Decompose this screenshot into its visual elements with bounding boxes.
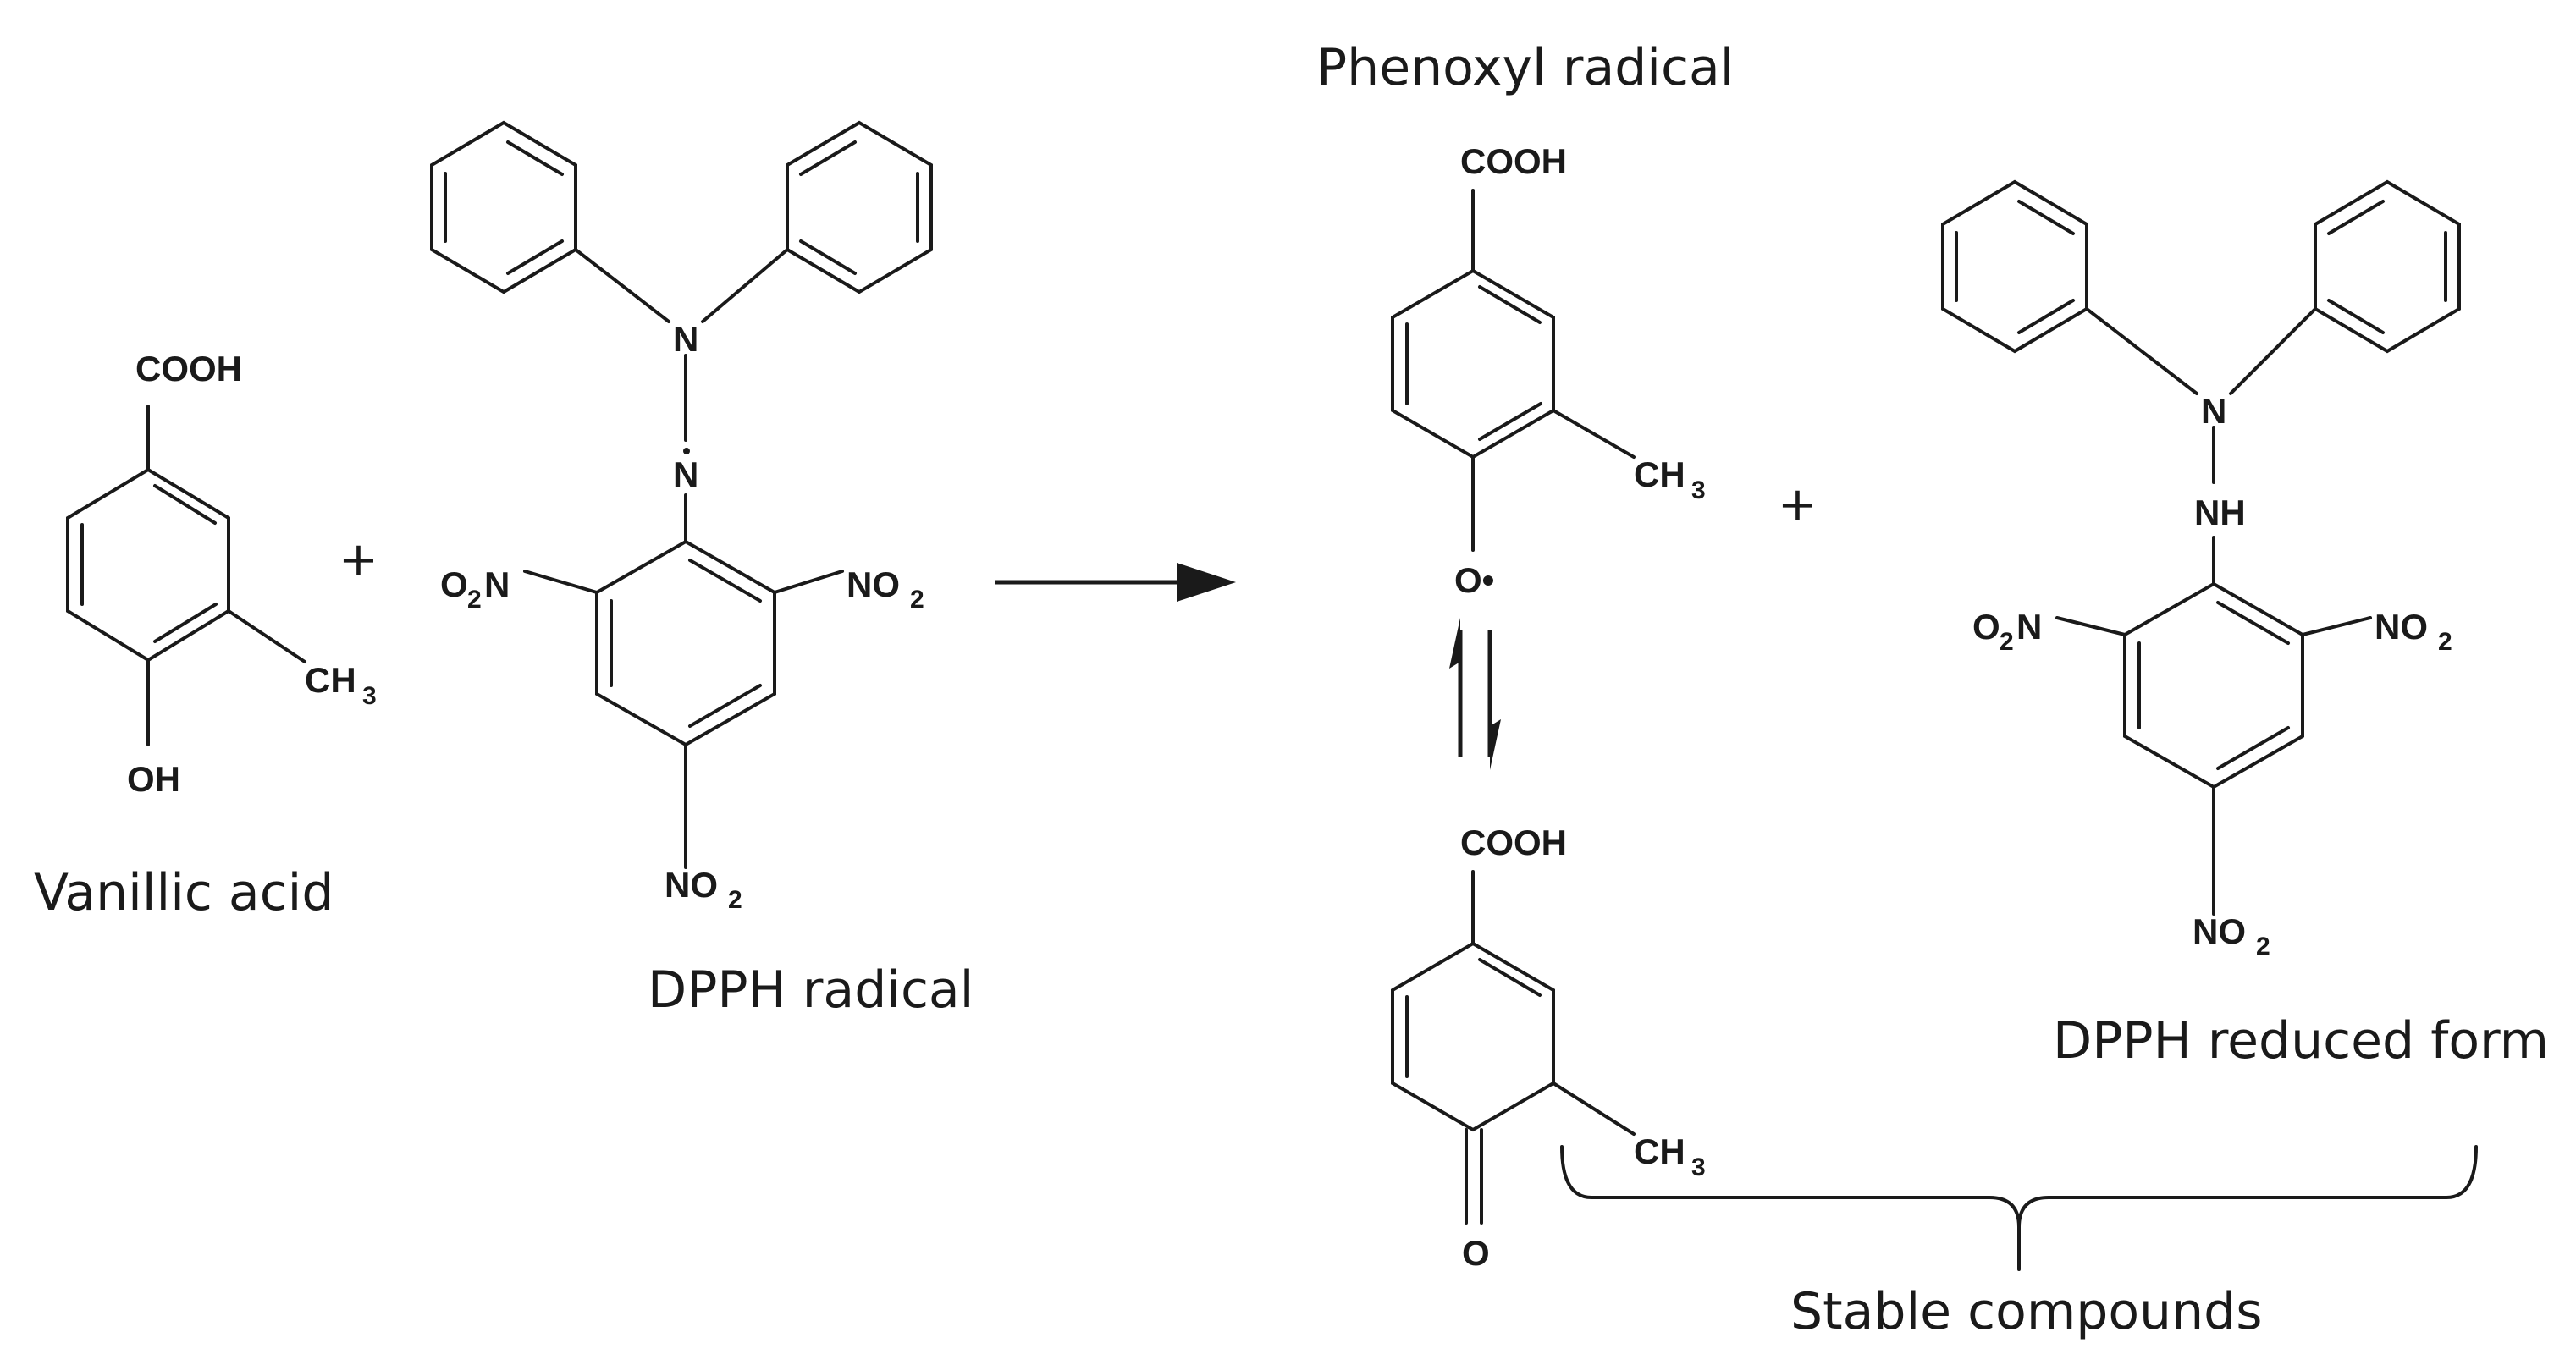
no2-right-label: NO 2 bbox=[847, 564, 924, 614]
cooh-label: COOH bbox=[135, 349, 242, 388]
svg-text:O: O bbox=[440, 564, 468, 604]
oxygen-radical-label: O• bbox=[1454, 560, 1494, 600]
reaction-arrow bbox=[995, 563, 1236, 602]
svg-text:NO: NO bbox=[2193, 911, 2246, 951]
vanillic-acid-structure: COOH CH 3 OH bbox=[66, 349, 377, 799]
no2-right-label: NO 2 bbox=[2375, 607, 2452, 656]
svg-text:NO: NO bbox=[665, 865, 718, 905]
svg-text:NO: NO bbox=[2375, 607, 2428, 647]
dpph-reduced-caption: DPPH reduced form bbox=[2053, 1011, 2549, 1071]
svg-text:2: 2 bbox=[910, 586, 924, 614]
quinone-structure: COOH CH 3 O bbox=[1391, 823, 1706, 1273]
ch3-label: CH 3 bbox=[1634, 454, 1706, 504]
stable-compounds-caption: Stable compounds bbox=[1790, 1282, 2262, 1341]
plus-sign: + bbox=[1778, 477, 1818, 532]
phenoxyl-radical-caption: Phenoxyl radical bbox=[1316, 38, 1734, 97]
ch3-label: CH 3 bbox=[305, 660, 377, 710]
radical-dot bbox=[683, 448, 690, 454]
dpph-radical-caption: DPPH radical bbox=[648, 960, 974, 1020]
nitrogen-radical-label: N bbox=[673, 454, 698, 494]
svg-text:3: 3 bbox=[1691, 1153, 1706, 1181]
equilibrium-arrow bbox=[1449, 618, 1501, 770]
svg-text:O: O bbox=[1972, 607, 2000, 647]
plus-sign: + bbox=[339, 532, 378, 587]
svg-text:N: N bbox=[2016, 607, 2042, 647]
cooh-label: COOH bbox=[1460, 141, 1567, 181]
svg-text:2: 2 bbox=[728, 886, 742, 914]
nh-label: NH bbox=[2194, 493, 2246, 532]
svg-text:2: 2 bbox=[2256, 933, 2270, 960]
nitrogen-label: N bbox=[673, 319, 698, 359]
o2n-left-label: O 2 N bbox=[1972, 607, 2042, 656]
cooh-label: COOH bbox=[1460, 823, 1567, 862]
svg-text:CH: CH bbox=[1634, 1131, 1685, 1171]
svg-text:N: N bbox=[484, 564, 510, 604]
phenoxyl-radical-structure: COOH CH 3 O• bbox=[1391, 141, 1706, 600]
svg-text:2: 2 bbox=[2000, 628, 2014, 656]
svg-text:3: 3 bbox=[362, 682, 377, 710]
svg-text:3: 3 bbox=[1691, 476, 1706, 504]
svg-text:NO: NO bbox=[847, 564, 900, 604]
no2-bottom-label: NO 2 bbox=[665, 865, 742, 914]
o2n-left-label: O 2 N bbox=[440, 564, 510, 614]
dpph-reduced-structure: N NH O 2 N NO 2 NO 2 bbox=[1941, 179, 2461, 960]
dpph-radical-structure: N N O 2 N NO 2 NO 2 bbox=[430, 120, 933, 914]
oh-label: OH bbox=[127, 759, 180, 799]
ch3-label: CH 3 bbox=[1634, 1131, 1706, 1181]
oxygen-label: O bbox=[1462, 1233, 1490, 1273]
no2-bottom-label: NO 2 bbox=[2193, 911, 2270, 960]
nitrogen-label: N bbox=[2201, 391, 2226, 431]
svg-text:CH: CH bbox=[305, 660, 356, 700]
svg-text:2: 2 bbox=[2438, 628, 2452, 656]
svg-text:2: 2 bbox=[467, 586, 482, 614]
svg-text:CH: CH bbox=[1634, 454, 1685, 494]
vanillic-acid-caption: Vanillic acid bbox=[34, 863, 334, 922]
